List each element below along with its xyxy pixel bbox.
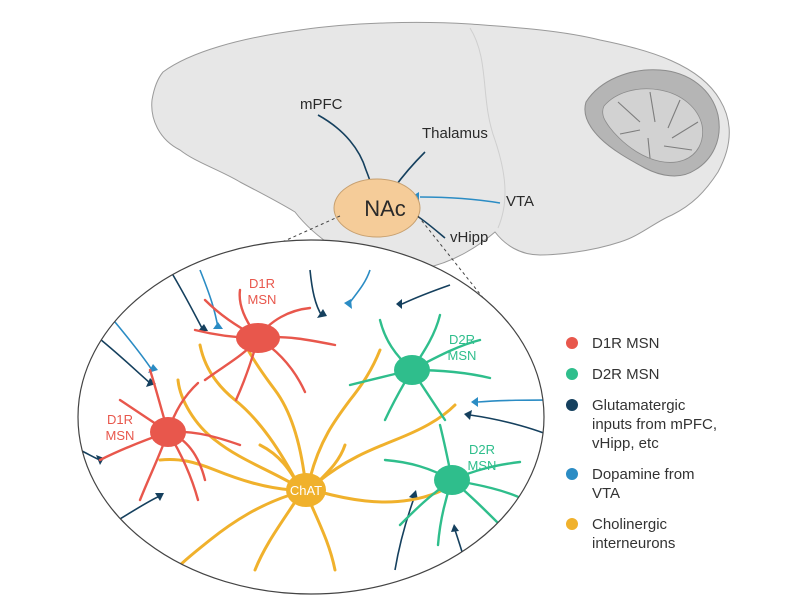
d2r-top-label-1: D2R [449, 332, 475, 347]
legend-text-d1r: D1R MSN [592, 335, 660, 352]
legend-text-glutamatergic: inputs from mPFC, [592, 416, 718, 433]
cerebellum [584, 69, 720, 177]
legend-text-cholinergic: interneurons [592, 535, 676, 552]
nac-inset: ChAT D1R MSN [77, 239, 545, 595]
d1r-left-label-1: D1R [107, 412, 133, 427]
legend-item-d1r: D1R MSN [566, 334, 791, 353]
legend-item-glutamatergic: Glutamatergic inputs from mPFC, vHipp, etc [566, 396, 791, 453]
thalamus-label: Thalamus [422, 125, 488, 142]
d2r-msn-top [348, 313, 492, 422]
mpfc-label: mPFC [300, 96, 343, 113]
d2r-top-label-2: MSN [448, 348, 477, 363]
legend-text-glutamatergic: vHipp, etc [592, 435, 659, 452]
legend-text-cholinergic: Cholinergic [592, 516, 668, 533]
chat-label: ChAT [290, 483, 322, 498]
legend-swatch-d2r [566, 368, 578, 380]
brain-silhouette [151, 21, 730, 270]
legend-swatch-d1r [566, 337, 578, 349]
vta-label: VTA [506, 193, 534, 210]
legend-text-dopamine: VTA [592, 485, 621, 502]
legend-text-dopamine: Dopamine from [592, 466, 695, 483]
legend-item-cholinergic: Cholinergic interneurons [566, 515, 791, 553]
legend-swatch-dopamine [566, 468, 578, 480]
legend-text-glutamatergic: Glutamatergic [592, 397, 686, 414]
brain-outline [151, 21, 730, 270]
d1r-top-label-1: D1R [249, 276, 275, 291]
legend-swatch-cholinergic [566, 518, 578, 530]
vhipp-label: vHipp [450, 229, 488, 246]
legend: D1R MSN D2R MSN Glutamatergic inputs from m… [566, 334, 791, 565]
legend-swatch-glutamatergic [566, 399, 578, 411]
legend-item-d2r: D2R MSN [566, 365, 791, 384]
d1r-left-label-2: MSN [106, 428, 135, 443]
d2r-bottom-label-1: D2R [469, 442, 495, 457]
d1r-top-label-2: MSN [248, 292, 277, 307]
d1r-msn-top [193, 288, 337, 402]
nac-region [333, 178, 421, 238]
d1r-msn-left [98, 368, 242, 502]
legend-text-d2r: D2R MSN [592, 366, 660, 383]
d2r-bottom-label-2: MSN [468, 458, 497, 473]
nac-label: NAc [364, 196, 406, 221]
